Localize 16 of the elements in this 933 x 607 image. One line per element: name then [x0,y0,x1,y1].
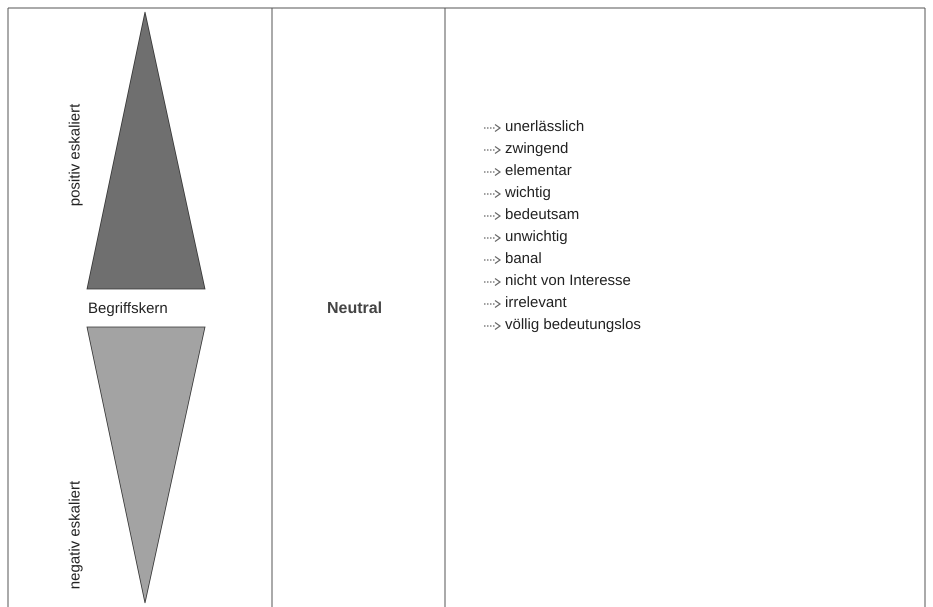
axis-label: negativ eskaliert [66,480,84,590]
column-heading: Neutral [327,300,382,318]
axis-label: positiv eskaliert [66,104,84,206]
list-item: bedeutsam [505,206,580,223]
list-item: banal [505,250,542,267]
list-item: völlig bedeutungslos [505,316,641,333]
list-item: wichtig [505,184,551,201]
list-item: elementar [505,162,572,179]
core-term-label: Begriffskern [88,300,168,317]
list-item: unwichtig [505,228,568,245]
list-item: nicht von Interesse [505,272,631,289]
list-item: unerlässlich [505,118,584,135]
upward-triangle [86,12,206,290]
downward-triangle [86,326,206,604]
list-item: zwingend [505,140,568,157]
list-item: irrelevant [505,294,567,311]
